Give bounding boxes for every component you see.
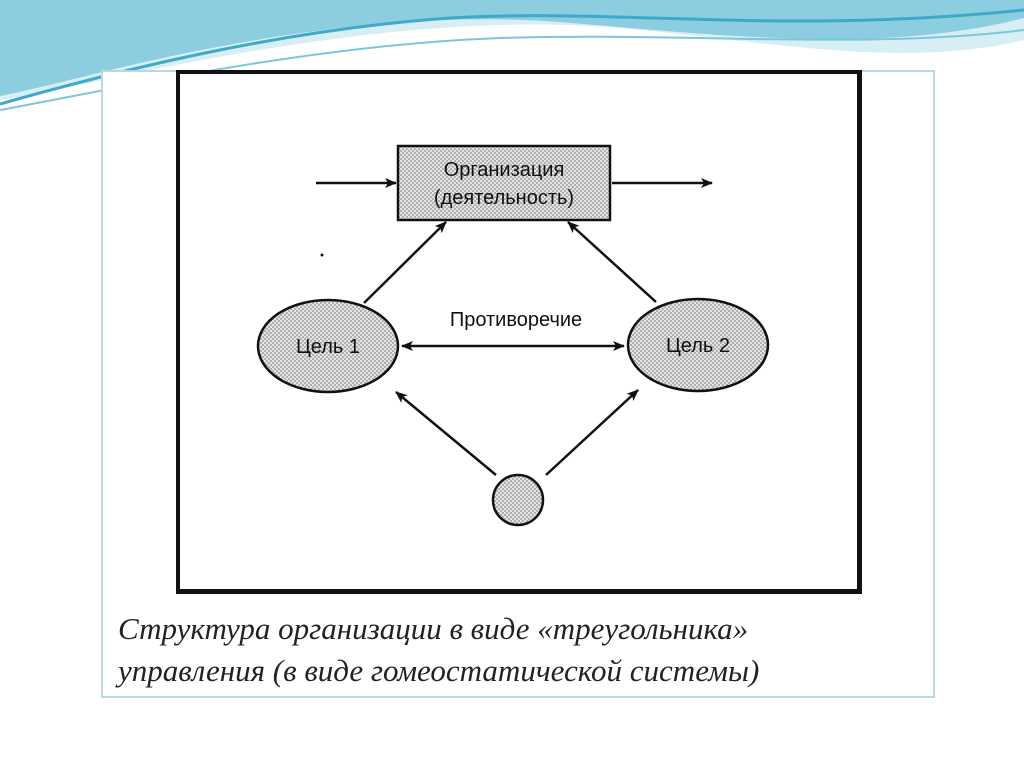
goal-1-to-organization-arrow [364,222,446,303]
goal-2-label: Цель 2 [666,335,730,357]
goal-2-to-organization-arrow [568,222,656,302]
source-node [493,475,543,525]
caption-line-2: управления (в виде гомеостатической сист… [118,650,918,692]
stray-mark-2 [321,254,324,257]
caption-line-1: Структура организации в виде «треугольни… [118,608,918,650]
source-to-goal-2-arrow [546,390,638,475]
figure-caption: Структура организации в виде «треугольни… [118,608,918,692]
goal-1-label: Цель 1 [296,336,360,358]
organization-label: Организация [444,159,565,181]
homeostatic-structure-diagram: Организация (деятельность) Цель 1 Цель 2… [176,70,862,594]
contradiction-label: Противоречие [450,309,582,331]
organization-sublabel: (деятельность) [434,187,574,209]
source-to-goal-1-arrow [396,392,496,475]
